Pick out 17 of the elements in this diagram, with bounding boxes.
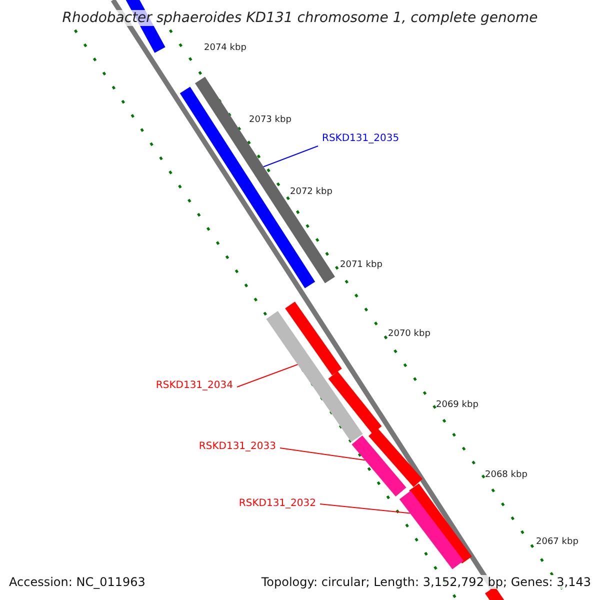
gene-bar — [266, 311, 363, 442]
leader-line — [236, 364, 298, 388]
leader-line — [263, 146, 318, 168]
leader-line — [280, 448, 366, 461]
gene-label: RSKD131_2033 — [198, 441, 276, 452]
scale-label: 2073 kbp — [249, 115, 292, 125]
gene-label: RSKD131_2032 — [238, 498, 316, 509]
gene-label: RSKD131_2034 — [156, 380, 233, 391]
scale-label: 2072 kbp — [290, 187, 332, 197]
leader-line — [320, 504, 411, 514]
gene-bar — [399, 490, 464, 570]
scale-label: 2069 kbp — [436, 400, 478, 410]
gene-bar — [352, 436, 406, 496]
accession-text: Accession: NC_011963 — [9, 575, 146, 589]
genome-stats-text: Topology: circular; Length: 3,152,792 bp; Genes: 3,143 — [261, 575, 591, 589]
gene-label: RSKD131_2035 — [322, 133, 400, 144]
scale-label: 2067 kbp — [536, 537, 578, 547]
